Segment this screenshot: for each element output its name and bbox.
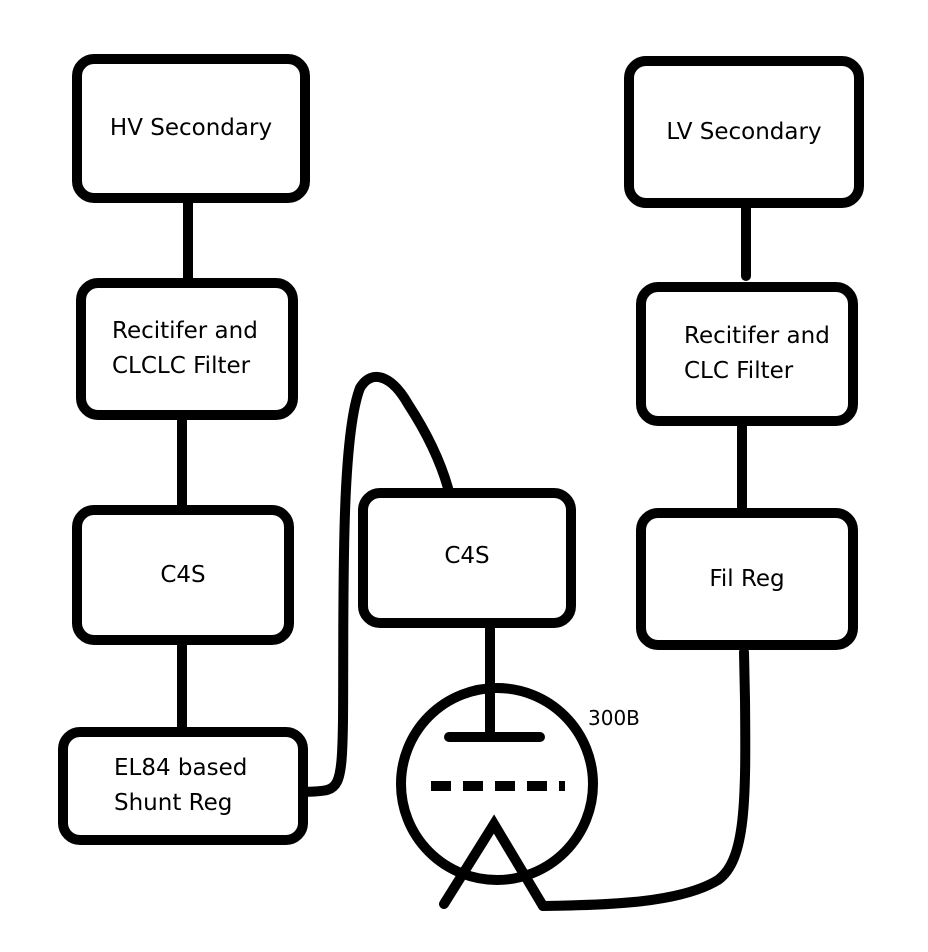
wire-filament-to-fil-reg — [538, 647, 751, 911]
lv-secondary-block: LV Secondary — [624, 56, 864, 208]
tube-300b-label: 300B — [588, 706, 640, 730]
tube-envelope — [396, 683, 598, 885]
hv-secondary-label: HV Secondary — [109, 115, 273, 141]
el84-shunt-reg-block: EL84 based Shunt Reg — [58, 727, 308, 845]
rectifier-lv-label-line-1: Recitifer and — [684, 323, 830, 349]
shunt-reg-label-line-2: Shunt Reg — [114, 790, 233, 816]
shunt-reg-label-line-1: EL84 based — [114, 755, 248, 781]
hv-secondary-block: HV Secondary — [72, 54, 310, 203]
rectifier-lv-label-line-2: CLC Filter — [684, 358, 794, 384]
rectifier-hv-label-line-1: Recitifer and — [112, 318, 258, 344]
c4s-left-label: C4S — [160, 561, 206, 588]
c4s-mid-block: C4S — [358, 488, 576, 628]
fil-reg-block: Fil Reg — [636, 508, 858, 650]
rectifier-clc-filter-block: Recitifer and CLC Filter — [636, 282, 858, 426]
c4s-left-block: C4S — [72, 505, 294, 645]
lv-secondary-label: LV Secondary — [666, 118, 822, 145]
tube-300b-symbol — [396, 683, 598, 911]
c4s-mid-label: C4S — [444, 542, 490, 569]
wire-shunt-to-c4s-mid — [301, 372, 453, 797]
tube-filament — [439, 814, 548, 911]
fil-reg-label: Fil Reg — [709, 565, 785, 592]
rectifier-clclc-filter-block: Recitifer and CLCLC Filter — [76, 278, 298, 420]
rectifier-hv-label-line-2: CLCLC Filter — [112, 353, 251, 379]
